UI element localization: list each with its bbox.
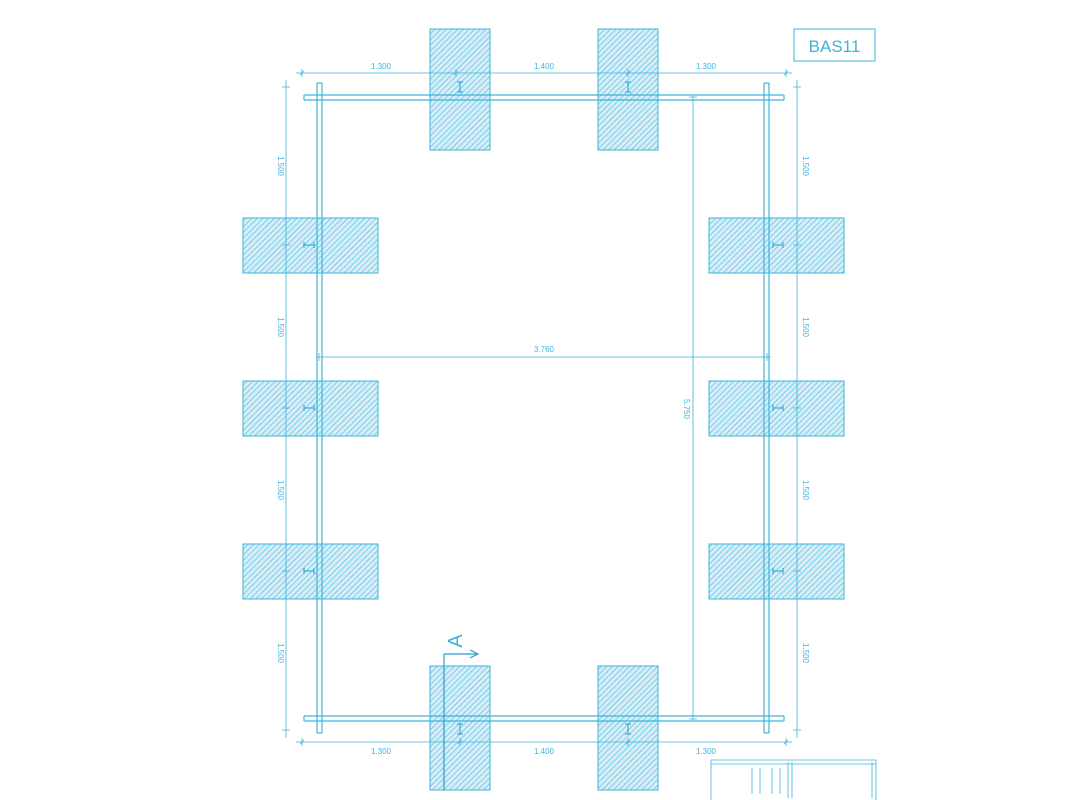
beam-frame	[303, 82, 785, 734]
title-block-border	[710, 759, 877, 800]
dim-label-left-3: 1.500	[276, 480, 285, 501]
dim-ticks-bottom	[299, 738, 789, 746]
section-marker	[443, 649, 480, 790]
anchor-mark	[625, 81, 631, 93]
anchor-mark	[772, 242, 784, 248]
anchor-mark	[303, 242, 315, 248]
dim-label-right-2: 1.500	[801, 317, 810, 338]
dim-label-inner-width: 3.760	[534, 345, 555, 354]
dim-label-right-4: 1.500	[801, 643, 810, 664]
dim-label-top-3: 1.300	[696, 62, 717, 71]
anchor-mark	[457, 723, 463, 735]
dim-ticks-top	[299, 69, 789, 77]
dim-ticks-inner-width	[318, 353, 768, 361]
title-block-marks	[751, 762, 873, 798]
section-arrow-head	[469, 649, 480, 659]
sheet-tag-frame	[793, 28, 876, 62]
anchor-mark	[625, 723, 631, 735]
anchor-mark	[457, 81, 463, 93]
anchor-mark	[303, 405, 315, 411]
dim-label-bottom-3: 1.300	[696, 747, 717, 756]
sheet-tag: BAS11	[793, 28, 876, 62]
dim-label-bottom-1: 1.300	[371, 747, 392, 756]
dim-label-bottom-2: 1.400	[534, 747, 555, 756]
anchor-marks	[303, 81, 784, 735]
dim-label-left-4: 1.500	[276, 643, 285, 664]
anchor-mark	[772, 405, 784, 411]
footing-pad-left-3	[242, 543, 379, 600]
dim-label-left-2: 1.500	[276, 317, 285, 338]
title-block-fragment	[710, 759, 877, 800]
dimension-lines	[282, 69, 801, 746]
anchor-mark	[772, 568, 784, 574]
dim-label-right-1: 1.500	[801, 156, 810, 177]
dim-label-top-1: 1.300	[371, 62, 392, 71]
dim-label-left-1: 1.500	[276, 156, 285, 177]
sheet-tag-label: BAS11	[809, 37, 861, 56]
dim-ticks-right	[793, 86, 801, 731]
dim-ticks-inner-length	[689, 96, 697, 720]
dim-label-right-3: 1.500	[801, 480, 810, 501]
dim-ticks-left	[282, 86, 290, 731]
dim-label-top-2: 1.400	[534, 62, 555, 71]
dimension-labels: 1.300 1.400 1.300 1.300 1.400 1.300 1.50…	[276, 62, 810, 756]
anchor-mark	[303, 568, 315, 574]
section-marker-label: A	[445, 634, 467, 648]
dim-label-inner-length: 5.750	[682, 399, 691, 420]
footing-pads	[242, 28, 845, 791]
